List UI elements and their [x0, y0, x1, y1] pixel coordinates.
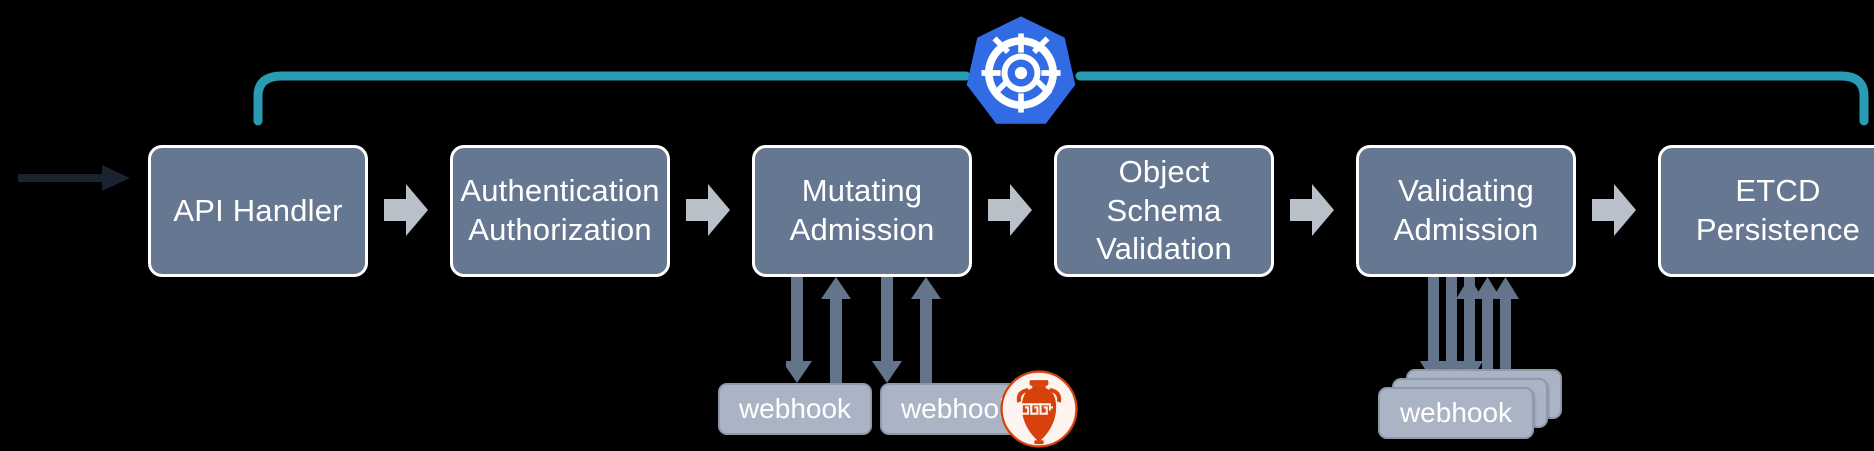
stage-label: Mutating Admission: [789, 173, 935, 247]
stage-box-mutating-admission[interactable]: Mutating Admission: [752, 145, 972, 277]
stage-box-authentication[interactable]: Authentication Authorization: [450, 145, 670, 277]
stage-box-etcd-persistence[interactable]: ETCD Persistence: [1658, 145, 1874, 277]
chevron-right-icon-1: [384, 184, 428, 236]
chevron-right-icon-5: [1592, 184, 1636, 236]
mutating-call-arrows: [786, 277, 946, 385]
webhook-label: webhook: [1399, 397, 1513, 428]
kubernetes-helm-wheel-icon: [962, 14, 1080, 132]
webhook-label: webhook: [738, 393, 852, 424]
opa-amphora-icon: [1000, 370, 1078, 448]
webhook-card-validating-front[interactable]: webhook: [1378, 387, 1534, 439]
webhook-label: webhook: [900, 393, 1014, 424]
stage-label: Authentication Authorization: [460, 173, 660, 247]
stage-label: Object Schema Validation: [1096, 153, 1232, 267]
stage-box-object-schema-validation[interactable]: Object Schema Validation: [1054, 145, 1274, 277]
chevron-right-icon-3: [988, 184, 1032, 236]
stage-box-validating-admission[interactable]: Validating Admission: [1356, 145, 1576, 277]
incoming-request-arrow-icon: [18, 160, 130, 196]
stage-label: Validating Admission: [1393, 173, 1539, 247]
chevron-right-icon-2: [686, 184, 730, 236]
webhook-card-mutating-1[interactable]: webhook: [718, 383, 872, 435]
stage-label: API Handler: [173, 192, 343, 228]
stage-label: ETCD Persistence: [1695, 173, 1861, 247]
chevron-right-icon-4: [1290, 184, 1334, 236]
stage-box-api-handler[interactable]: API Handler: [148, 145, 368, 277]
